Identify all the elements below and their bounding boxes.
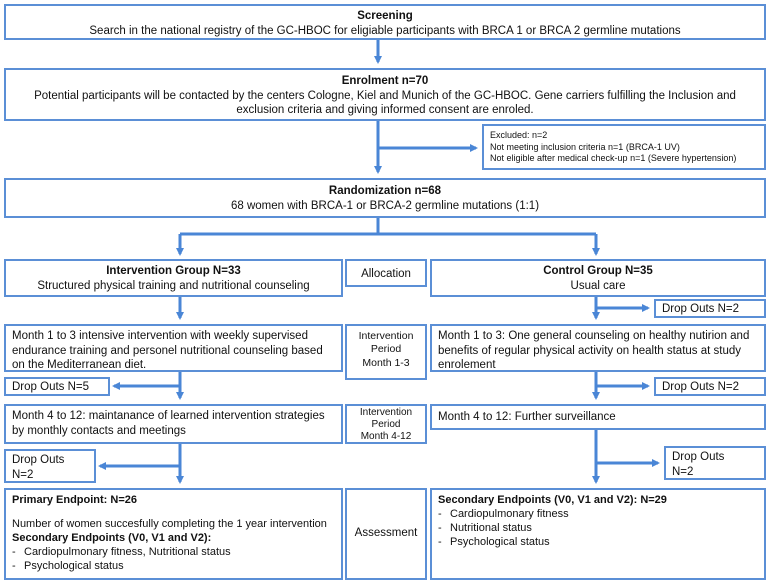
list-item: Psychological status bbox=[438, 535, 758, 549]
secondary-endpoints-control-box: Secondary Endpoints (V0, V1 and V2): N=2… bbox=[430, 488, 766, 580]
control-group-title: Control Group N=35 bbox=[543, 265, 653, 277]
primary-secondary-title: Secondary Endpoints (V0, V1 and V2): bbox=[12, 532, 212, 545]
period2-line1: Intervention bbox=[359, 407, 413, 418]
control-month1-3-box: Month 1 to 3: One general counseling on … bbox=[430, 324, 766, 372]
period2-line3: Month 4-12 bbox=[360, 431, 412, 442]
dropouts-control-3: Drop Outs N=2 bbox=[664, 446, 766, 480]
intervention-group-title: Intervention Group N=33 bbox=[106, 265, 241, 277]
control-month1-3-text: Month 1 to 3: One general counseling on … bbox=[438, 330, 750, 372]
randomization-title: Randomization n=68 bbox=[328, 185, 442, 197]
control-month4-12-text: Month 4 to 12: Further surveillance bbox=[438, 411, 616, 423]
dropouts-control-3-line2: N=2 bbox=[672, 465, 694, 478]
intervention-month1-3-box: Month 1 to 3 intensive intervention with… bbox=[4, 324, 343, 372]
list-item: Cardiopulmonary fitness, Nutritional sta… bbox=[12, 545, 335, 559]
intervention-month1-3-text: Month 1 to 3 intensive intervention with… bbox=[12, 330, 323, 372]
dropouts-control-1-text: Drop Outs N=2 bbox=[662, 303, 740, 315]
assessment-box: Assessment bbox=[345, 488, 427, 580]
dropouts-control-3-line1: Drop Outs bbox=[672, 451, 725, 463]
intervention-period-2-box: Intervention Period Month 4-12 bbox=[345, 404, 427, 444]
intervention-period-1-box: Intervention Period Month 1-3 bbox=[345, 324, 427, 380]
period1-line1: Intervention bbox=[358, 330, 414, 342]
list-item: Nutritional status bbox=[438, 521, 758, 535]
period1-line2: Period bbox=[370, 343, 402, 356]
excluded-line2: Not meeting inclusion criteria n=1 (BRCA… bbox=[490, 141, 680, 152]
intervention-month4-12-text: Month 4 to 12: maintanance of learned in… bbox=[12, 410, 325, 437]
randomization-box: Randomization n=68 68 women with BRCA-1 … bbox=[4, 178, 766, 218]
intervention-group-box: Intervention Group N=33 Structured physi… bbox=[4, 259, 343, 297]
dropouts-intervention-2-line2: N=2 bbox=[12, 468, 34, 481]
dropouts-control-2-text: Drop Outs N=2 bbox=[662, 381, 740, 393]
period2-line2: Period bbox=[371, 419, 401, 430]
screening-text: Search in the national registry of the G… bbox=[89, 24, 681, 37]
dropouts-intervention-2: Drop Outs N=2 bbox=[4, 449, 96, 483]
allocation-label: Allocation bbox=[361, 268, 411, 280]
excluded-line3: Not eligible after medical check-up n=1 … bbox=[490, 153, 737, 164]
assessment-label: Assessment bbox=[354, 527, 418, 539]
secondary-control-title: Secondary Endpoints (V0, V1 and V2): N=2… bbox=[438, 494, 667, 506]
list-item: Psychological status bbox=[12, 559, 335, 573]
enrolment-box: Enrolment n=70 Potential participants wi… bbox=[4, 68, 766, 121]
primary-secondary-list: Cardiopulmonary fitness, Nutritional sta… bbox=[12, 545, 335, 573]
enrolment-text: Potential participants will be contacted… bbox=[34, 89, 736, 117]
dropouts-control-1: Drop Outs N=2 bbox=[654, 299, 766, 318]
secondary-control-list: Cardiopulmonary fitness Nutritional stat… bbox=[438, 507, 758, 549]
primary-title: Primary Endpoint: N=26 bbox=[12, 494, 138, 506]
excluded-box: Excluded: n=2 Not meeting inclusion crit… bbox=[482, 124, 766, 170]
dropouts-intervention-2-line1: Drop Outs bbox=[12, 454, 65, 466]
allocation-box: Allocation bbox=[345, 259, 427, 287]
primary-text: Number of women succesfully completing t… bbox=[12, 518, 327, 531]
primary-endpoint-box: Primary Endpoint: N=26 Number of women s… bbox=[4, 488, 343, 580]
intervention-month4-12-box: Month 4 to 12: maintanance of learned in… bbox=[4, 404, 343, 444]
control-month4-12-box: Month 4 to 12: Further surveillance bbox=[430, 404, 766, 430]
enrolment-title: Enrolment n=70 bbox=[341, 75, 429, 87]
intervention-group-text: Structured physical training and nutriti… bbox=[37, 279, 310, 292]
control-group-box: Control Group N=35 Usual care bbox=[430, 259, 766, 297]
screening-title: Screening bbox=[357, 10, 413, 22]
period1-line3: Month 1-3 bbox=[362, 356, 410, 369]
randomization-text: 68 women with BRCA-1 or BRCA-2 germline … bbox=[230, 199, 540, 212]
control-group-text: Usual care bbox=[570, 279, 626, 292]
dropouts-intervention-1-text: Drop Outs N=5 bbox=[12, 381, 90, 393]
dropouts-control-2: Drop Outs N=2 bbox=[654, 377, 766, 396]
excluded-line1: Excluded: n=2 bbox=[490, 130, 548, 140]
list-item: Cardiopulmonary fitness bbox=[438, 507, 758, 521]
screening-box: Screening Search in the national registr… bbox=[4, 4, 766, 40]
dropouts-intervention-1: Drop Outs N=5 bbox=[4, 377, 110, 396]
